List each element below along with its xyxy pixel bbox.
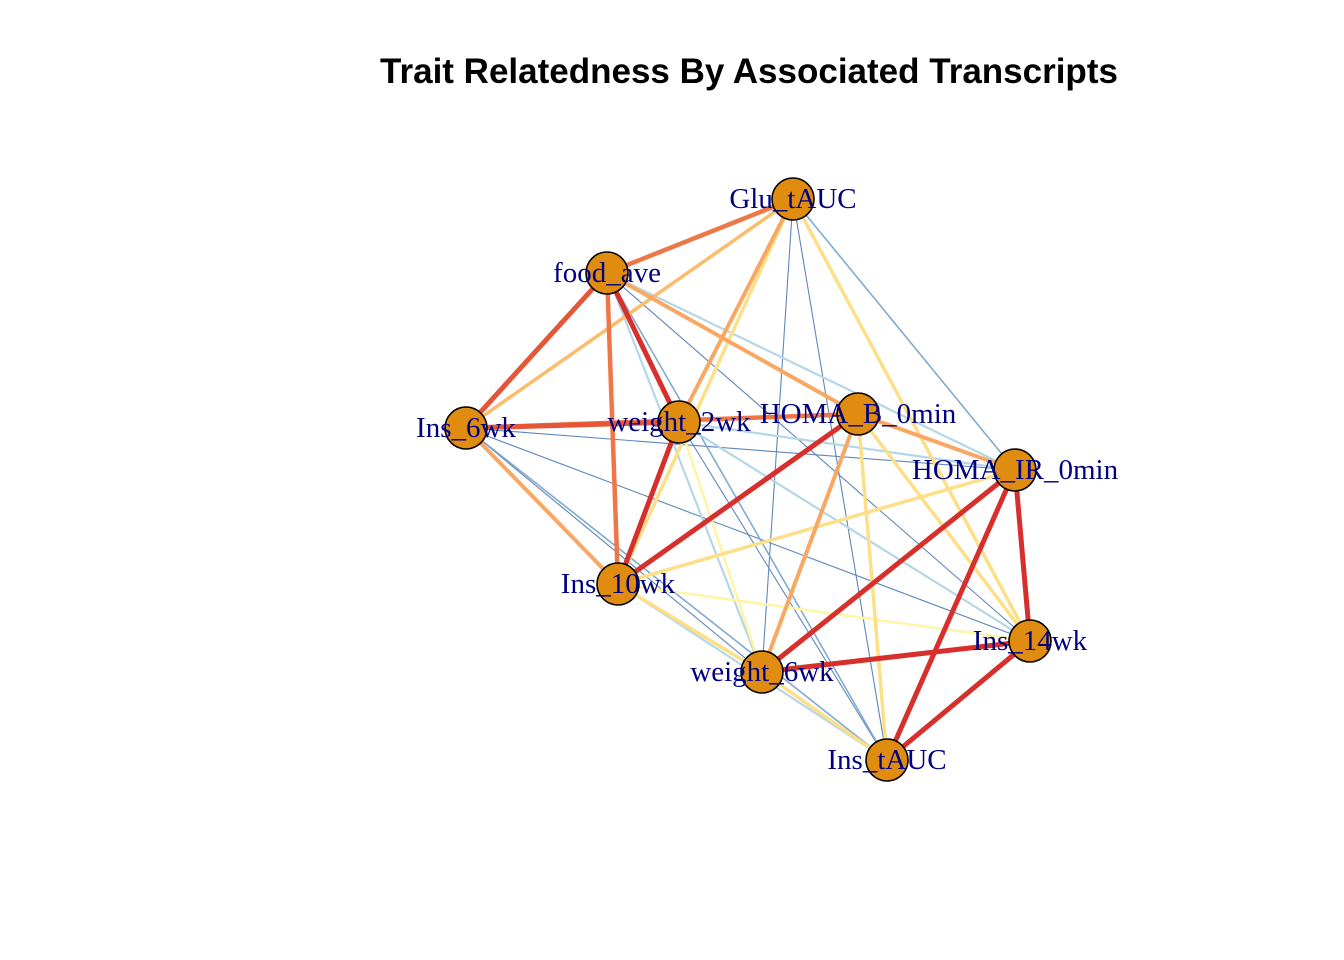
edge-HOMA_B_0min-HOMA_IR_0min: [856, 412, 1017, 472]
chart-title: Trait Relatedness By Associated Transcri…: [380, 52, 1118, 91]
edge-food_ave-HOMA_B_0min: [605, 271, 860, 416]
edge-food_ave-Ins_6wk: [463, 270, 610, 431]
node-label-weight_6wk: weight_6wk: [690, 656, 834, 688]
edge-Ins_10wk-weight_6wk: [616, 582, 764, 674]
edge-HOMA_B_0min-Ins_10wk: [615, 411, 861, 587]
edge-food_ave-Ins_tAUC: [606, 272, 888, 761]
edge-food_ave-Ins_10wk: [604, 270, 621, 587]
edge-HOMA_B_0min-weight_6wk: [760, 412, 860, 674]
edge-weight_6wk-Ins_tAUC: [760, 670, 889, 762]
node-label-HOMA_IR_0min: HOMA_IR_0min: [912, 454, 1119, 486]
edge-Glu_tAUC-HOMA_IR_0min: [792, 198, 1016, 471]
edge-weight_2wk-Ins_10wk: [615, 419, 682, 587]
edge-Ins_6wk-HOMA_IR_0min: [465, 427, 1016, 471]
node-HOMA_IR_0min[interactable]: [993, 448, 1037, 492]
node-food_ave[interactable]: [585, 251, 629, 295]
edge-Ins_6wk-Ins_tAUC: [465, 427, 888, 761]
node-Ins_10wk[interactable]: [596, 562, 640, 606]
edge-Glu_tAUC-food_ave: [604, 196, 796, 276]
edge-weight_2wk-Ins_tAUC: [678, 421, 888, 761]
edge-Glu_tAUC-Ins_14wk: [791, 197, 1032, 643]
node-Ins_14wk[interactable]: [1008, 619, 1052, 663]
node-label-Ins_14wk: Ins_14wk: [973, 625, 1088, 657]
edge-food_ave-weight_6wk: [605, 271, 764, 674]
node-Ins_6wk[interactable]: [444, 406, 488, 450]
edge-Glu_tAUC-Ins_tAUC: [792, 198, 888, 761]
node-label-Glu_tAUC: Glu_tAUC: [729, 183, 856, 215]
node-Glu_tAUC[interactable]: [771, 177, 815, 221]
edge-layer: [463, 196, 1033, 763]
node-layer: [444, 177, 1052, 782]
edge-HOMA_B_0min-Ins_tAUC: [856, 412, 889, 762]
node-label-food_ave: food_ave: [553, 257, 661, 289]
node-HOMA_B_0min[interactable]: [836, 392, 880, 436]
edge-weight_2wk-weight_6wk: [677, 420, 764, 674]
node-weight_2wk[interactable]: [657, 400, 701, 444]
edge-weight_6wk-Ins_14wk: [759, 638, 1033, 675]
edge-HOMA_IR_0min-Ins_tAUC: [884, 467, 1018, 763]
node-label-Ins_10wk: Ins_10wk: [561, 568, 676, 600]
node-weight_6wk[interactable]: [740, 650, 784, 694]
edge-Ins_10wk-Ins_14wk: [616, 582, 1032, 643]
edge-HOMA_IR_0min-Ins_14wk: [1012, 467, 1033, 644]
node-label-Ins_6wk: Ins_6wk: [416, 412, 516, 444]
edge-food_ave-weight_2wk: [604, 270, 682, 425]
edge-food_ave-Ins_14wk: [606, 272, 1031, 642]
edge-food_ave-HOMA_IR_0min: [605, 271, 1017, 472]
edge-Ins_6wk-Ins_10wk: [464, 426, 620, 586]
node-label-weight_2wk: weight_2wk: [607, 406, 751, 438]
edge-HOMA_IR_0min-weight_6wk: [759, 467, 1018, 675]
node-Ins_tAUC[interactable]: [865, 738, 909, 782]
edge-Ins_6wk-weight_6wk: [465, 427, 763, 673]
edge-weight_2wk-Ins_14wk: [677, 420, 1032, 643]
edge-Ins_6wk-weight_2wk: [463, 419, 682, 431]
node-label-Ins_tAUC: Ins_tAUC: [827, 744, 946, 776]
edge-Glu_tAUC-weight_2wk: [677, 197, 795, 424]
edge-Glu_tAUC-Ins_10wk: [616, 197, 795, 586]
node-label-HOMA_B_0min: HOMA_B_0min: [760, 398, 957, 430]
edge-Glu_tAUC-Ins_6wk: [464, 197, 795, 430]
edge-Ins_tAUC-Ins_14wk: [884, 638, 1033, 763]
